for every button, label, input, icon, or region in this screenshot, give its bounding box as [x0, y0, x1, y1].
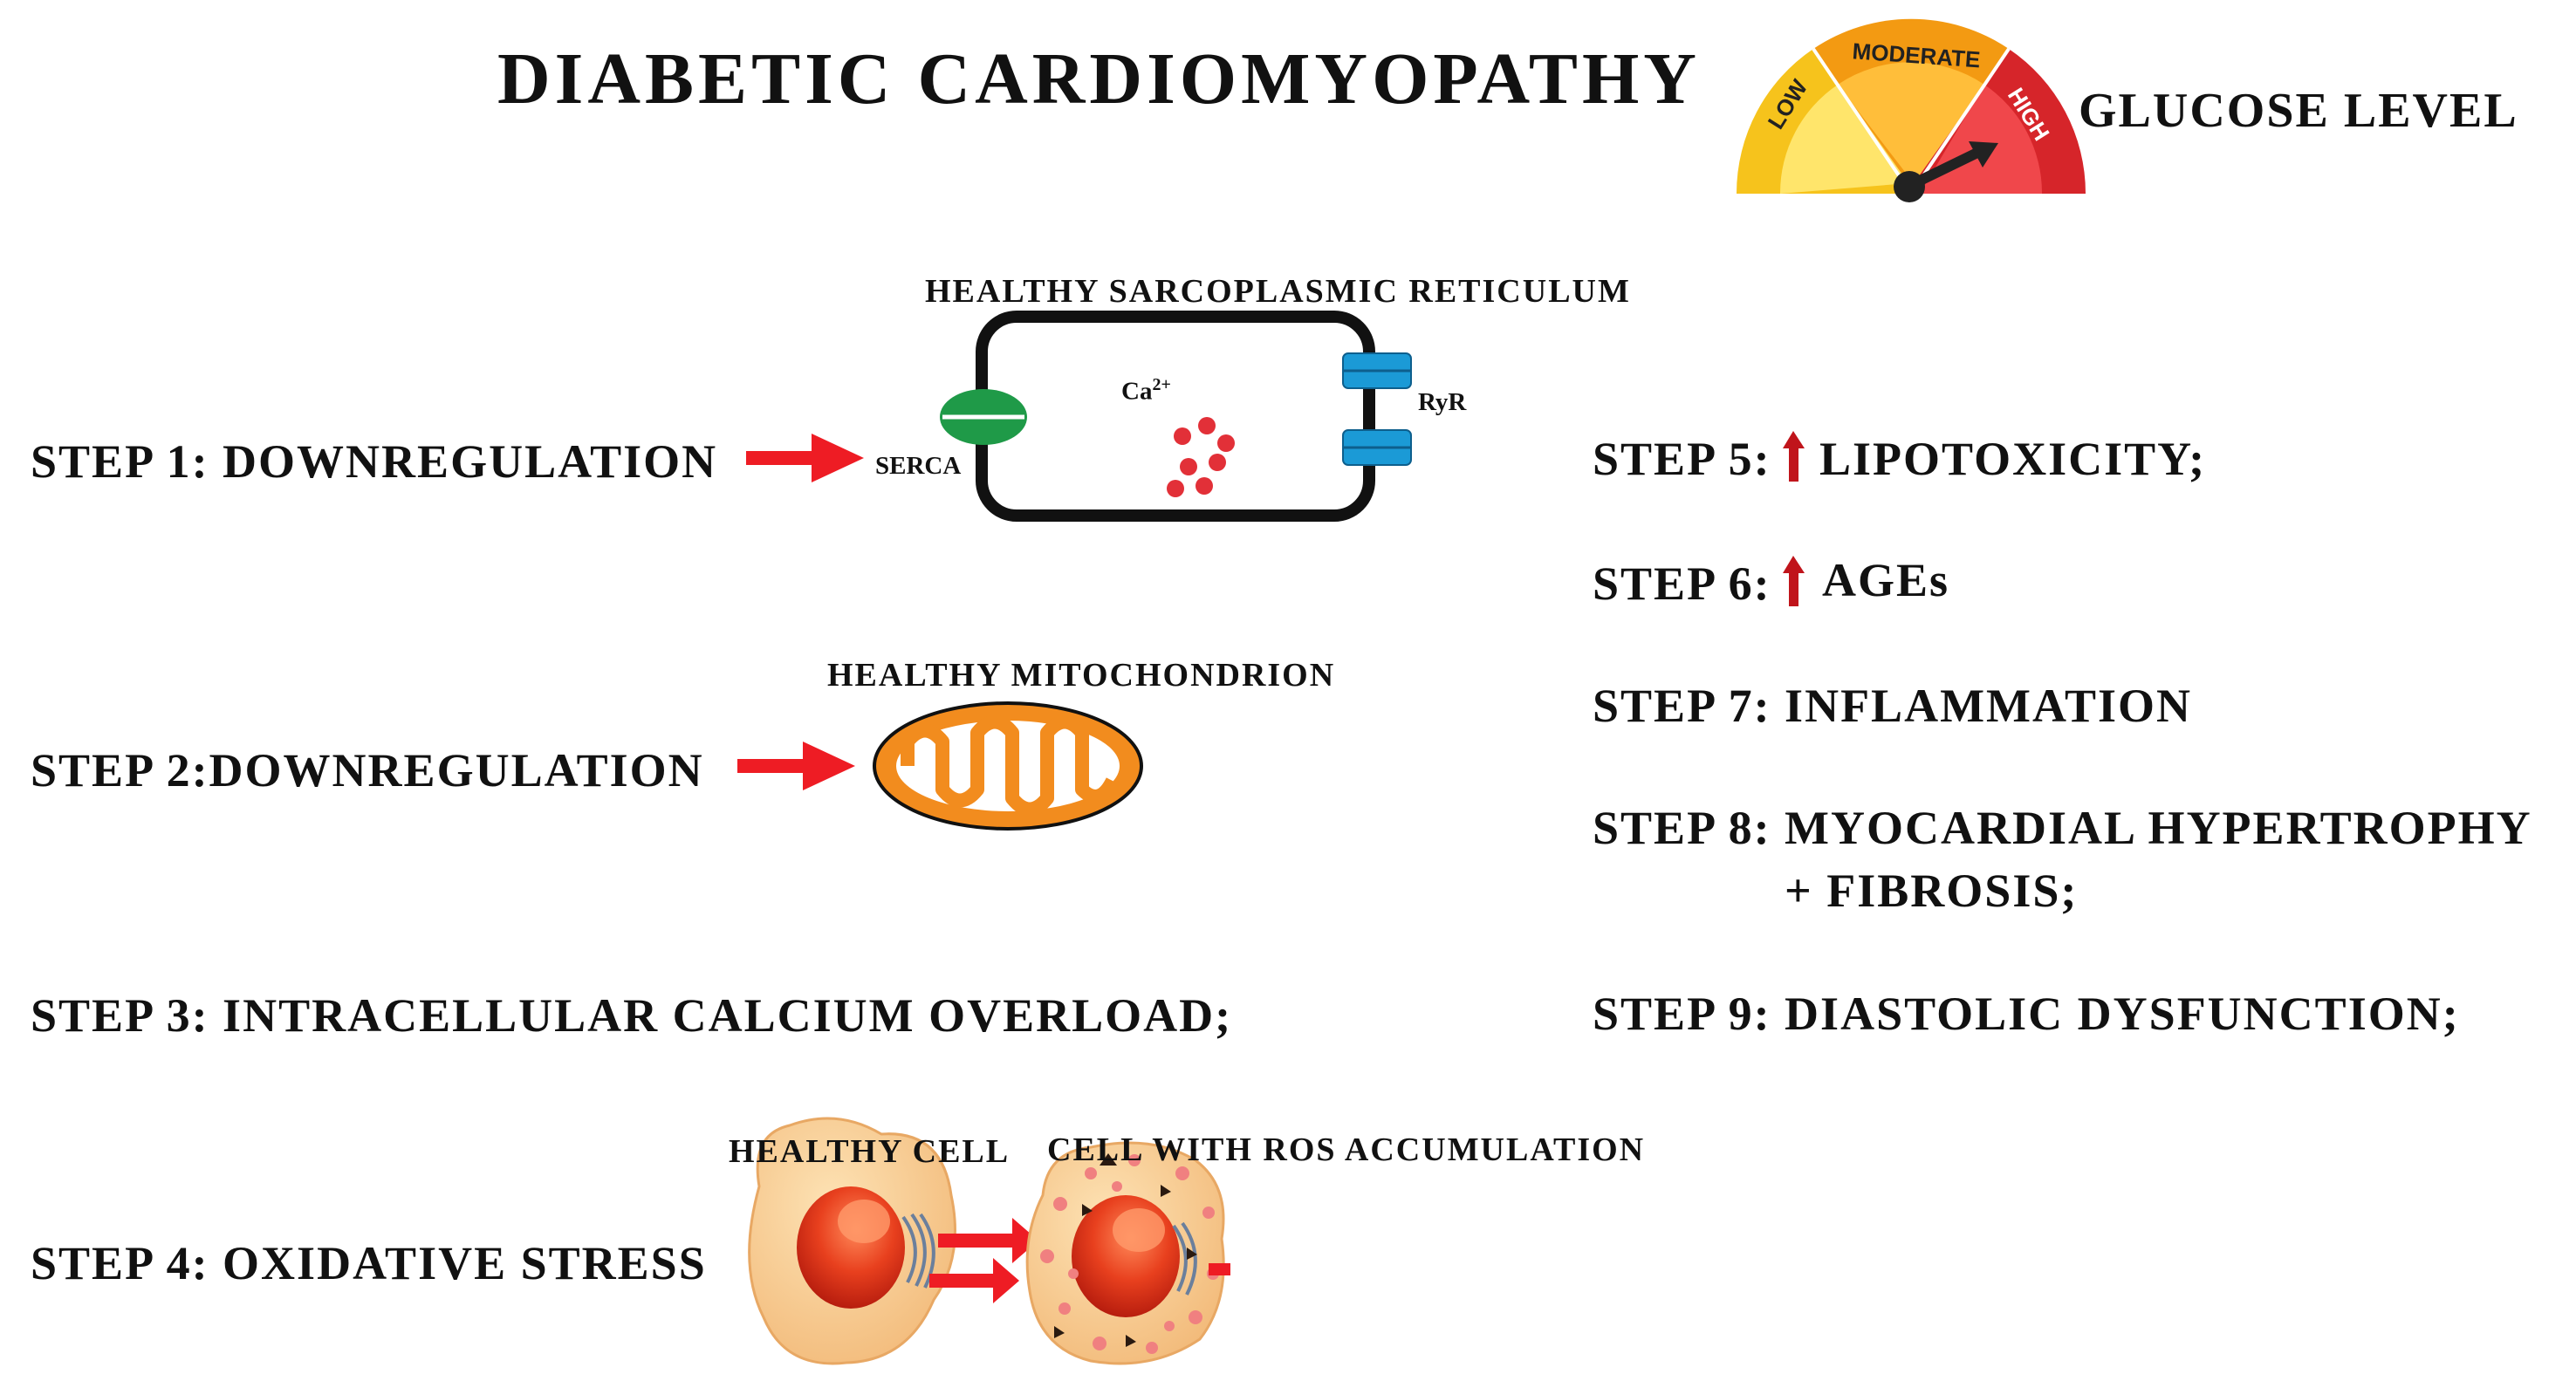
mitochondrion: [873, 701, 1143, 831]
step2-arrow: [737, 742, 855, 790]
step-5-text: LIPOTOXICITY;: [1819, 433, 2207, 485]
step-7: STEP 7: INFLAMMATION: [1593, 680, 2193, 732]
step-6-prefix: STEP 6:: [1593, 557, 1771, 610]
sarcoplasmic-caption: HEALTHY SARCOPLASMIC RETICULUM: [925, 273, 1631, 310]
calcium-ions: [1167, 417, 1235, 497]
step-4: STEP 4: OXIDATIVE STRESS: [31, 1237, 707, 1289]
step1-arrow: [746, 434, 864, 482]
healthy-cell-caption: HEALTHY CELL: [729, 1133, 1011, 1170]
ros-cell: [1025, 1141, 1230, 1365]
mitochondrion-caption: HEALTHY MITOCHONDRION: [827, 657, 1336, 694]
step-5-prefix: STEP 5:: [1593, 433, 1771, 485]
calcium-label: Ca2+: [1121, 375, 1171, 407]
gauge-needle: [1894, 141, 1998, 202]
step-8-line2: + FIBROSIS;: [1785, 865, 2079, 917]
ryr-label: RyR: [1418, 388, 1467, 416]
ryr-channel: [1342, 352, 1412, 466]
step-9: STEP 9: DIASTOLIC DYSFUNCTION;: [1593, 988, 2460, 1040]
step6-up-arrow: [1783, 556, 1805, 606]
step-1: STEP 1: DOWNREGULATION: [31, 435, 718, 488]
sarcoplasmic-reticulum: [940, 311, 1412, 522]
step5-up-arrow: [1783, 431, 1805, 482]
step-3: STEP 3: INTRACELLULAR CALCIUM OVERLOAD;: [31, 989, 1233, 1042]
step-2: STEP 2:DOWNREGULATION: [31, 744, 704, 796]
cell-arrows: [929, 1218, 1038, 1303]
page-title: DIABETIC CARDIOMYOPATHY: [497, 38, 1701, 120]
step-6-text: AGEs: [1822, 554, 1950, 606]
healthy-cell: [748, 1117, 956, 1365]
calcium-symbol: Ca: [1121, 377, 1153, 406]
glucose-level-label: GLUCOSE LEVEL: [2079, 84, 2518, 138]
step-8-line1: STEP 8: MYOCARDIAL HYPERTROPHY: [1593, 802, 2532, 854]
calcium-charge: 2+: [1152, 375, 1171, 394]
serca-label: SERCA: [875, 452, 962, 480]
glucose-gauge: LOW MODERATE HIGH: [1736, 18, 2086, 202]
serca-pump: [940, 389, 1027, 445]
ros-cell-caption: CELL WITH ROS ACCUMULATION: [1047, 1131, 1646, 1168]
